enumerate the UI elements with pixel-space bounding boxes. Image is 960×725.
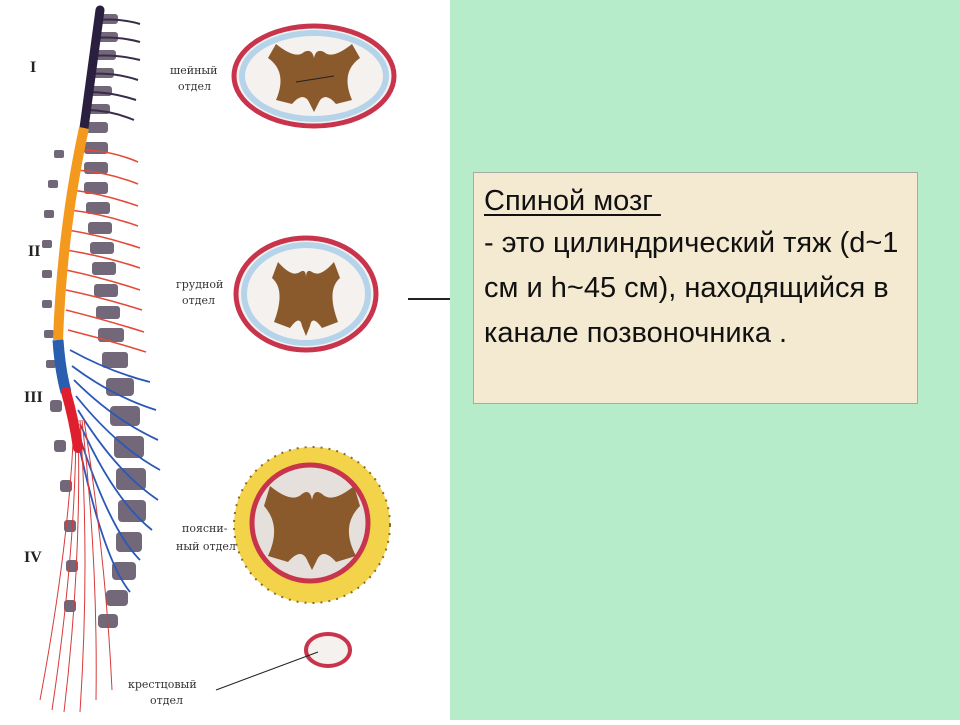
sacral-label-2: отдел — [150, 694, 183, 707]
leader-line — [408, 298, 450, 300]
definition-text: - это цилиндрический тяж (d~1 см и h~45 … — [484, 227, 899, 349]
region-marker-3: III — [24, 389, 43, 406]
cervical-label-1: шейный — [170, 64, 218, 77]
region-marker-1: I — [30, 59, 36, 76]
cervical-cross-section — [231, 23, 397, 129]
sacral-cross-section — [215, 632, 352, 691]
region-marker-2: II — [28, 243, 40, 260]
cervical-segment — [79, 5, 105, 133]
sacral-label-1: крестцовый — [128, 678, 197, 691]
thoracic-cross-section — [233, 235, 379, 353]
cervical-label-2: отдел — [178, 80, 211, 93]
sacral-segment — [61, 387, 83, 453]
lumbar-segment — [52, 339, 72, 394]
cauda-equina — [39, 419, 113, 713]
region-marker-4: IV — [24, 549, 42, 566]
lumbar-label-1: поясни- — [182, 522, 228, 535]
definition-title: Спиной мозг — [484, 185, 661, 217]
spinal-cord-illustration: I II III IV шейный отдел грудной отдел п… — [0, 0, 450, 720]
thoracic-label-2: отдел — [182, 294, 215, 307]
definition-box: Спиной мозг - это цилиндрический тяж (d~… — [473, 172, 918, 404]
lumbar-cross-section — [233, 446, 391, 604]
spinal-cord-diagram: I II III IV шейный отдел грудной отдел п… — [24, 5, 397, 713]
thoracic-nerves — [65, 149, 147, 353]
thoracic-label-1: грудной — [176, 278, 223, 291]
vertebrae-column — [84, 14, 146, 628]
thoracic-segment — [53, 126, 89, 341]
lumbar-label-2: ный отдел — [176, 540, 236, 553]
